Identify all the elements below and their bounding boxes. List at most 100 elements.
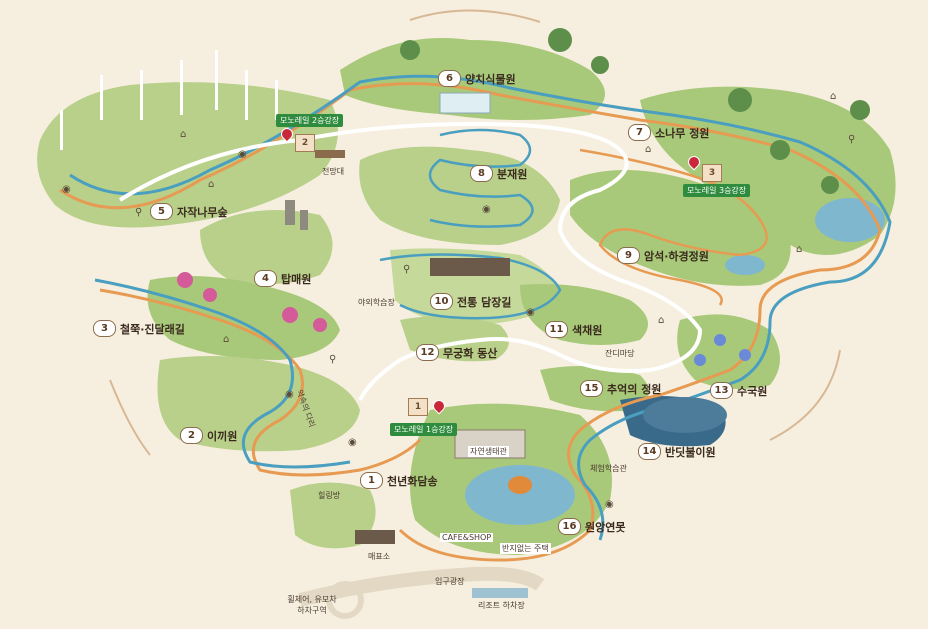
resort-bus-shelter bbox=[472, 588, 528, 598]
ticket-office bbox=[355, 530, 395, 544]
pine-trees bbox=[728, 88, 870, 194]
garden-label-14[interactable]: 14 반딧불이원 bbox=[638, 443, 716, 460]
fern-trees bbox=[400, 28, 609, 74]
garden-label-9[interactable]: 9 암석·하경정원 bbox=[617, 247, 709, 264]
house-icon: ⌂ bbox=[223, 334, 230, 345]
entrance-square-label: 입구광장 bbox=[435, 577, 465, 586]
garden-label-5[interactable]: 5 자작나무숲 bbox=[150, 203, 228, 220]
camera-icon: ◉ bbox=[605, 499, 614, 510]
nature-hall-label: 자연생태관 bbox=[468, 446, 509, 457]
garden-name: 수국원 bbox=[737, 384, 768, 398]
garden-number: 1 bbox=[360, 472, 383, 489]
house-icon: ⌂ bbox=[830, 91, 837, 102]
wish-tree-label: 반지없는 주택 bbox=[500, 543, 551, 554]
garden-label-8[interactable]: 8 분재원 bbox=[470, 165, 527, 182]
toilet-icon: ⚲ bbox=[403, 264, 411, 275]
land-southwest bbox=[290, 482, 376, 549]
garden-number: 5 bbox=[150, 203, 173, 220]
hydrangea-flowers bbox=[694, 334, 751, 366]
azalea-flowers bbox=[177, 272, 327, 332]
garden-number: 6 bbox=[438, 70, 461, 87]
land-pagoda bbox=[200, 210, 333, 284]
path-rock-loop bbox=[579, 148, 768, 306]
garden-number: 9 bbox=[617, 247, 640, 264]
pagodas bbox=[285, 200, 308, 230]
house-icon: ⌂ bbox=[208, 179, 215, 190]
firefly-dome bbox=[643, 397, 727, 433]
wheelchair-dropoff-label: 휠체어, 유모차 하차구역 bbox=[287, 595, 337, 615]
land-azalea bbox=[147, 276, 340, 360]
experience-hall-label: 체험학습관 bbox=[590, 464, 627, 473]
path-bonsai-loop bbox=[428, 128, 534, 228]
camera-icon: ◉ bbox=[348, 437, 357, 448]
garden-label-11[interactable]: 11 색채원 bbox=[545, 321, 602, 338]
garden-label-1[interactable]: 1 천년화담송 bbox=[360, 472, 438, 489]
garden-name: 양치식물원 bbox=[465, 72, 516, 86]
pond-mandarin bbox=[465, 465, 575, 525]
camera-icon: ◉ bbox=[238, 149, 247, 160]
toilet-icon: ⚲ bbox=[329, 354, 337, 365]
garden-number: 8 bbox=[470, 165, 493, 182]
garden-number: 3 bbox=[93, 320, 116, 337]
path-orange-lower bbox=[99, 288, 422, 477]
land-moss bbox=[157, 356, 360, 452]
garden-number: 14 bbox=[638, 443, 661, 460]
garden-number: 2 bbox=[180, 427, 203, 444]
garden-label-10[interactable]: 10 전통 담장길 bbox=[430, 293, 511, 310]
monorail-stop-2-badge[interactable]: 모노레일 2승강장 bbox=[276, 114, 344, 127]
cafe-shop-label: CAFE&SHOP bbox=[440, 533, 494, 542]
garden-number: 15 bbox=[580, 380, 603, 397]
garden-number: 13 bbox=[710, 382, 733, 399]
house-icon: ⌂ bbox=[180, 129, 187, 140]
wheelchair-turnaround bbox=[326, 581, 364, 619]
garden-name: 소나무 정원 bbox=[655, 126, 710, 140]
outdoor-classroom-label: 야외학습장 bbox=[358, 298, 395, 307]
monorail-stop-2-number[interactable]: 2 bbox=[295, 134, 315, 152]
garden-number: 12 bbox=[416, 344, 439, 361]
garden-label-7[interactable]: 7 소나무 정원 bbox=[628, 124, 709, 141]
observatory-label: 전망대 bbox=[322, 167, 345, 176]
path-blue-lower bbox=[94, 278, 351, 469]
monorail-stop-1-number[interactable]: 1 bbox=[408, 398, 428, 416]
garden-label-6[interactable]: 6 양치식물원 bbox=[438, 70, 516, 87]
camera-icon: ◉ bbox=[285, 389, 294, 400]
garden-label-2[interactable]: 2 이끼원 bbox=[180, 427, 237, 444]
mandarin-duck bbox=[508, 476, 532, 494]
resort-dropoff-label: 리조트 하차장 bbox=[478, 601, 525, 610]
garden-name: 자작나무숲 bbox=[177, 205, 228, 219]
greenhouse bbox=[439, 92, 491, 114]
house-icon: ⌂ bbox=[645, 144, 652, 155]
garden-label-13[interactable]: 13 수국원 bbox=[710, 382, 767, 399]
camera-icon: ◉ bbox=[482, 204, 491, 215]
flow-arrow-left bbox=[109, 379, 151, 456]
garden-name: 원앙연못 bbox=[585, 520, 626, 534]
garden-name: 철쭉·진달래길 bbox=[120, 322, 185, 336]
garden-number: 7 bbox=[628, 124, 651, 141]
garden-name: 추억의 정원 bbox=[607, 382, 662, 396]
garden-name: 전통 담장길 bbox=[457, 295, 512, 309]
garden-name: 암석·하경정원 bbox=[644, 249, 709, 263]
toilet-icon: ⚲ bbox=[135, 207, 143, 218]
garden-label-3[interactable]: 3 철쭉·진달래길 bbox=[93, 320, 185, 337]
garden-name: 색채원 bbox=[572, 323, 603, 337]
camera-icon: ◉ bbox=[62, 184, 71, 195]
flow-arrow-right bbox=[769, 349, 841, 441]
garden-label-16[interactable]: 16 원앙연못 bbox=[558, 518, 625, 535]
garden-label-15[interactable]: 15 추억의 정원 bbox=[580, 380, 661, 397]
observatory-roof bbox=[315, 150, 345, 158]
garden-number: 10 bbox=[430, 293, 453, 310]
house-icon: ⌂ bbox=[658, 315, 665, 326]
monorail-stop-3-number[interactable]: 3 bbox=[702, 164, 722, 182]
ticket-office-label: 매표소 bbox=[368, 552, 391, 561]
garden-label-12[interactable]: 12 무궁화 동산 bbox=[416, 344, 497, 361]
garden-name: 반딧불이원 bbox=[665, 445, 716, 459]
land-bonsai bbox=[359, 146, 560, 245]
garden-name: 분재원 bbox=[497, 167, 528, 181]
monorail-stop-3-badge[interactable]: 모노레일 3승강장 bbox=[683, 184, 751, 197]
healing-room-label: 힐링방 bbox=[318, 491, 341, 500]
garden-name: 천년화담송 bbox=[387, 474, 438, 488]
garden-label-4[interactable]: 4 탑매원 bbox=[254, 270, 311, 287]
monorail-stop-1-badge[interactable]: 모노레일 1승강장 bbox=[390, 423, 458, 436]
house-icon: ⌂ bbox=[796, 244, 803, 255]
